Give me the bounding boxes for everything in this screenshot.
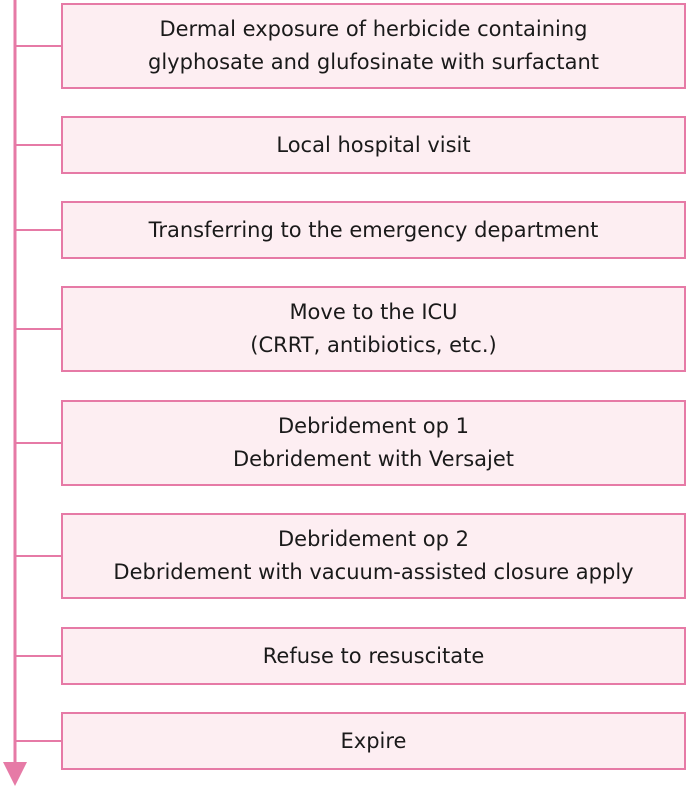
step-line: Dermal exposure of herbicide containing [159,17,588,41]
step-box: Debridement op 1 Debridement with Versaj… [61,400,686,486]
step-box: Refuse to resuscitate [61,627,686,685]
step-line: Debridement with vacuum-assisted closure… [113,560,634,584]
step-line: Expire [340,728,407,753]
step-line: Debridement with Versajet [232,447,515,471]
step-line: glyphosate and glufosinate with surfacta… [148,50,599,74]
step-box: Expire [61,712,686,770]
step-line: Transferring to the emergency department [148,217,599,242]
step-box: Local hospital visit [61,116,686,174]
timeline-arrowhead [3,762,27,786]
step-line: (CRRT, antibiotics, etc.) [250,333,497,357]
step-line: Local hospital visit [276,132,471,157]
step-line: Debridement op 1 [278,414,469,438]
step-box: Dermal exposure of herbicide containing … [61,3,686,89]
step-box: Move to the ICU (CRRT, antibiotics, etc.… [61,286,686,372]
step-line: Debridement op 2 [278,527,469,551]
step-line: Move to the ICU [289,300,458,324]
step-line: Refuse to resuscitate [262,643,485,668]
step-box: Transferring to the emergency department [61,201,686,259]
step-box: Debridement op 2 Debridement with vacuum… [61,513,686,599]
